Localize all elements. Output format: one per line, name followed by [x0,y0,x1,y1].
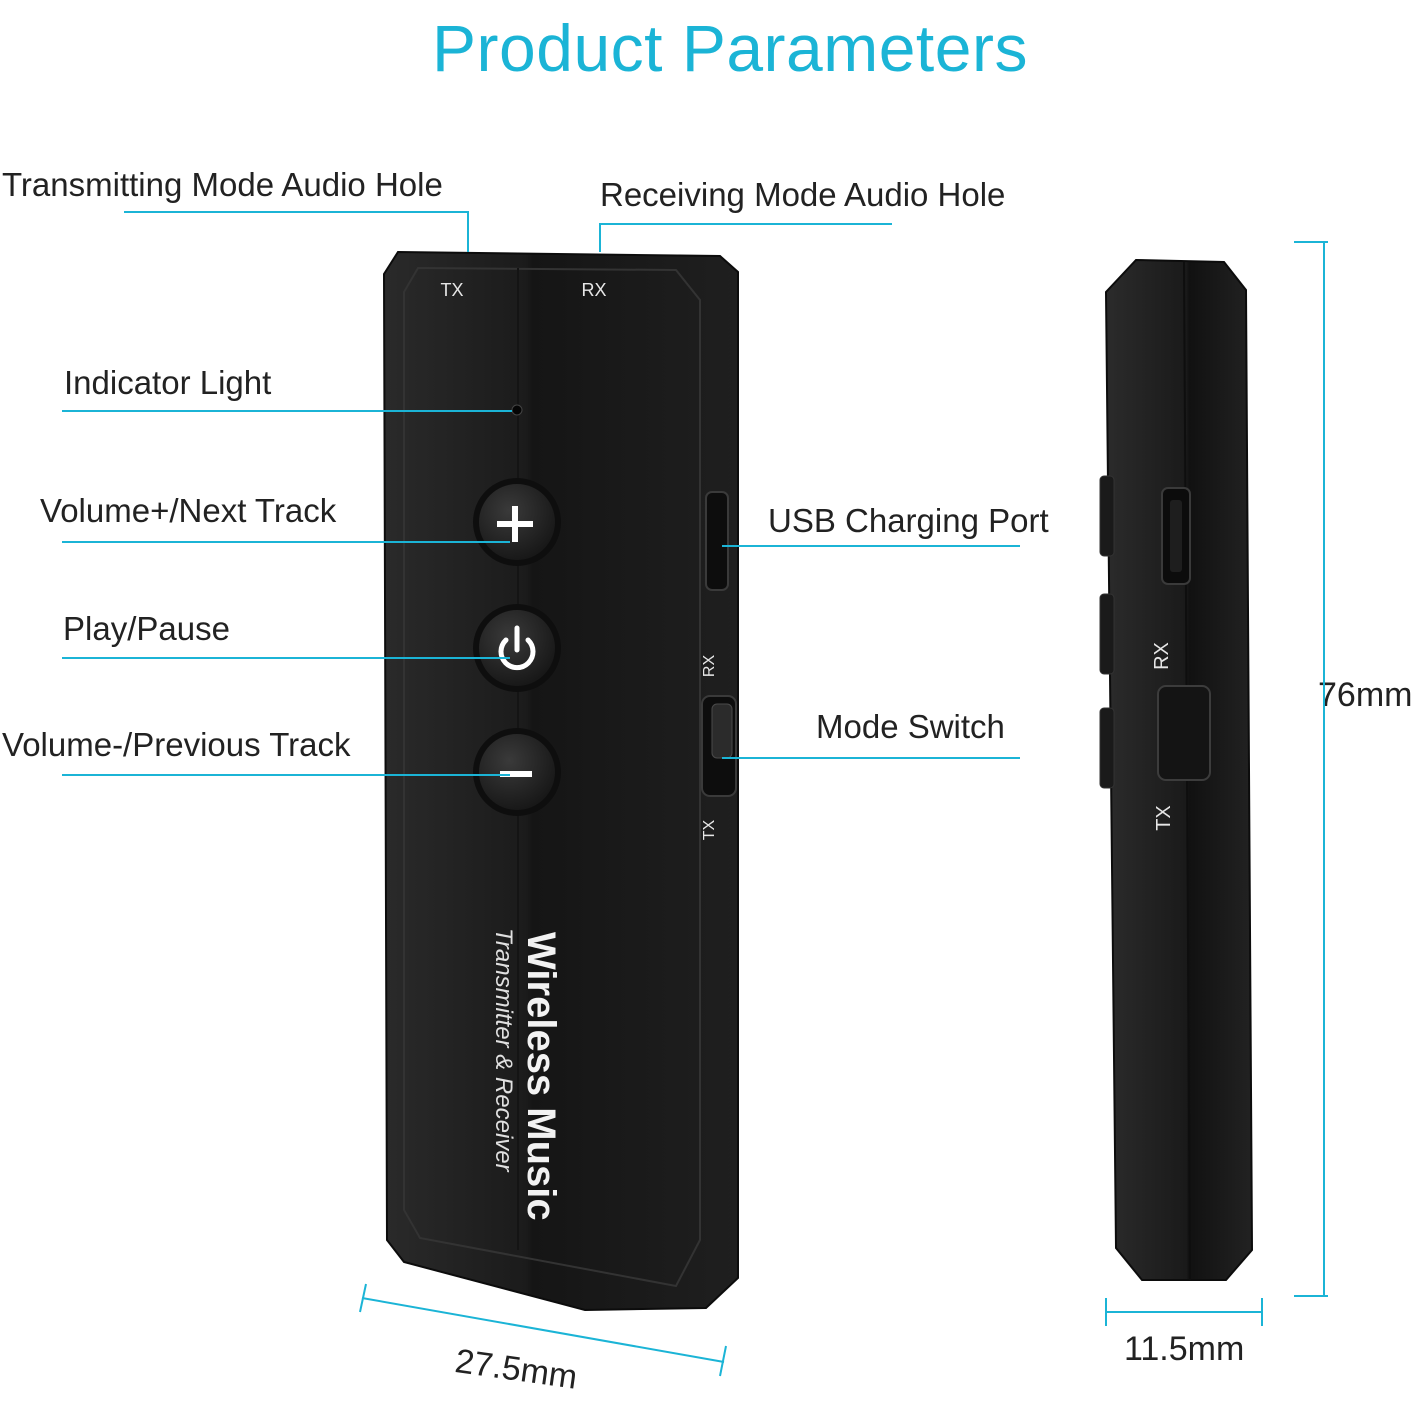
brand-title: Wireless Music [519,932,563,1221]
page-title: Product Parameters [432,11,1028,85]
label-tx-hole: Transmitting Mode Audio Hole [2,166,443,203]
power-icon [498,637,536,671]
mode-switch-side [1157,685,1211,781]
label-rx-hole: Receiving Mode Audio Hole [600,176,1006,213]
side-tx-label: TX [1153,805,1175,831]
device-side: RX TX [1099,258,1254,1281]
switch-tx-label: TX [701,819,718,840]
label-usb-port: USB Charging Port [768,502,1049,539]
play-pause-button[interactable] [473,604,561,692]
label-mode-switch: Mode Switch [816,708,1005,745]
brand-subtitle: Transmitter & Receiver [490,928,517,1173]
device-rx-label: RX [581,280,606,300]
dimension-lines [359,241,1328,1377]
device-tx-label: TX [440,280,463,300]
dimension-height: 76mm [1318,676,1413,714]
callout-lines [62,211,1020,776]
label-volume-up: Volume+/Next Track [40,492,337,529]
volume-up-button[interactable] [473,478,561,566]
label-indicator: Indicator Light [64,364,272,401]
label-volume-down: Volume-/Previous Track [2,726,351,763]
device-front-body [382,250,739,1312]
device-front-bevel [403,266,701,1288]
usb-port-front [705,491,729,591]
side-rx-label: RX [1151,642,1173,670]
indicator-light-dot [511,404,523,416]
dimension-depth: 11.5mm [1124,1330,1245,1368]
switch-rx-label: RX [701,655,718,678]
volume-down-button[interactable] [473,728,561,816]
label-play-pause: Play/Pause [63,610,230,647]
